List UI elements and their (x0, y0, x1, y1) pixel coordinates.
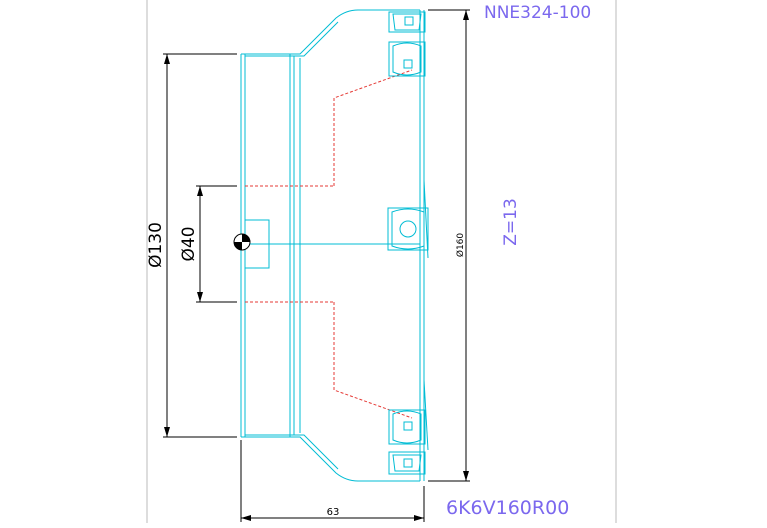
part-number-label: NNE324-100 (484, 3, 591, 23)
insert-pocket-bottom-2 (388, 451, 426, 475)
center-mark-icon (233, 233, 251, 251)
hidden-lines (245, 69, 413, 419)
dim-hub-label: Ø130 (146, 222, 166, 268)
dim-height-label: 63 (327, 507, 340, 518)
model-code-label: 6K6V160R00 (446, 497, 569, 519)
dim-cutter-label: Ø160 (455, 233, 466, 258)
insert-pocket-top-2 (388, 41, 426, 77)
insert-pocket-bottom-1 (388, 379, 429, 451)
dim-bore-label: Ø40 (179, 226, 199, 261)
insert-pocket-middle (387, 179, 429, 259)
drawing-frame (146, 0, 617, 523)
insert-pocket-top-1 (388, 11, 426, 33)
dimension-lines (163, 9, 470, 522)
dimension-arrows (164, 10, 469, 521)
teeth-count-label: Z=13 (501, 198, 521, 246)
